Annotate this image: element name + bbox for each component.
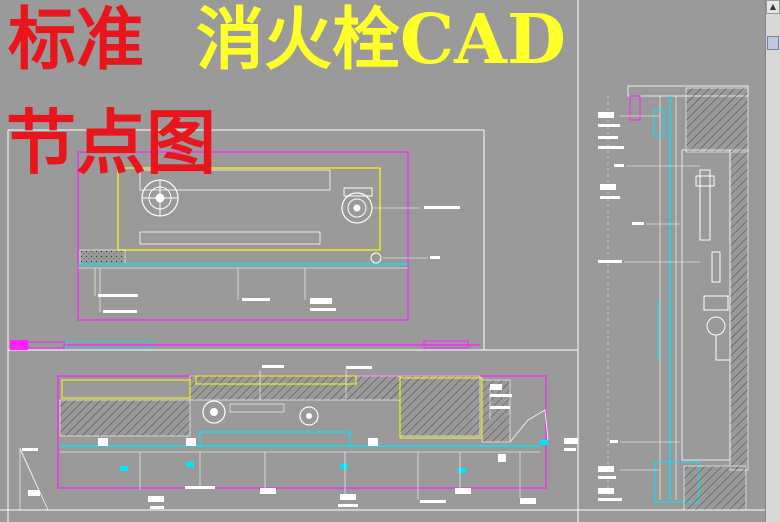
vertical-scrollbar[interactable]: ▲ xyxy=(765,0,780,522)
valve-wheel-icon xyxy=(341,187,373,224)
plan-view-detail xyxy=(10,151,480,350)
title-red-part: 标准 xyxy=(8,0,145,80)
elevation-view-detail xyxy=(598,85,749,511)
fire-hose-reel-icon xyxy=(141,179,179,217)
section-view-detail xyxy=(19,365,578,511)
title-red-subtitle: 节点图 xyxy=(6,101,216,184)
title-yellow-part: 消火栓CAD xyxy=(196,0,566,80)
scroll-up-arrow-icon[interactable]: ▲ xyxy=(766,0,780,14)
scroll-thumb-icon[interactable] xyxy=(767,36,779,50)
